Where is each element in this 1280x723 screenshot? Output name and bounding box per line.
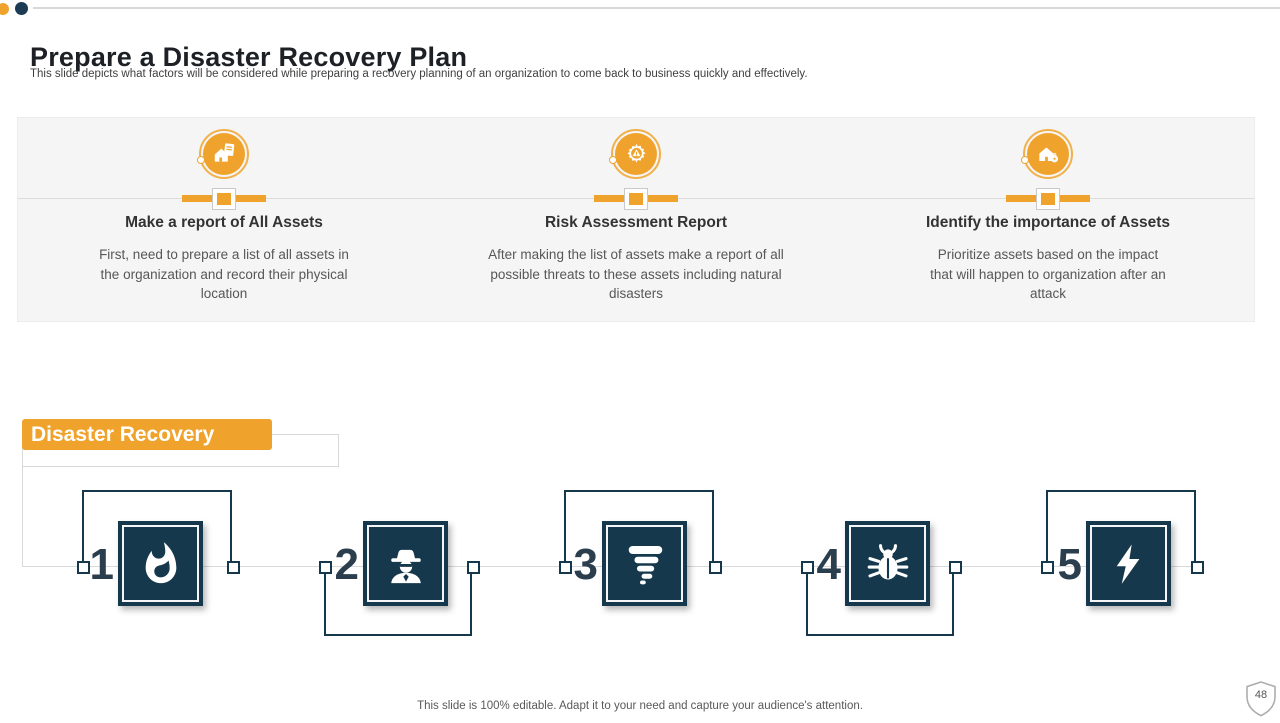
fire-icon [118, 521, 203, 606]
page-subtitle: This slide depicts what factors will be … [30, 68, 808, 80]
ring-bead-decoration [1021, 156, 1029, 165]
factor-title: Make a report of All Assets [125, 214, 323, 231]
header-divider-line [33, 7, 1280, 9]
page-number-shield-badge: 48 [1243, 680, 1279, 718]
bracket-item-1 [82, 490, 232, 561]
factor-title: Identify the importance of Assets [925, 214, 1171, 231]
factor-description: Prioritize assets based on the impact th… [930, 247, 1166, 301]
connector-vertical-line [22, 467, 23, 567]
factors-panel: Make a report of All Assets First, need … [17, 117, 1255, 322]
asset-importance-icon [1021, 129, 1073, 179]
timeline-marker [1003, 188, 1093, 210]
assets-report-icon [197, 129, 249, 179]
connector-handle [227, 561, 240, 574]
disaster-recovery-label: Disaster Recovery [22, 419, 272, 450]
factor-column-3: Identify the importance of Assets Priori… [842, 118, 1254, 321]
footer-note: This slide is 100% editable. Adapt it to… [417, 700, 863, 712]
timeline-marker [179, 188, 269, 210]
step-number: 2 [334, 540, 359, 589]
page-number: 48 [1254, 689, 1268, 701]
tornado-icon [602, 521, 687, 606]
bug-icon [845, 521, 930, 606]
risk-gear-warning-icon [609, 129, 661, 179]
factor-description: After making the list of assets make a r… [488, 247, 784, 301]
ring-bead-decoration [609, 156, 617, 165]
step-number: 4 [816, 540, 841, 589]
step-number: 3 [573, 540, 598, 589]
connector-handle [467, 561, 480, 574]
step-number: 5 [1057, 540, 1082, 589]
connector-handle [77, 561, 90, 574]
connector-handle [1041, 561, 1054, 574]
ring-bead-decoration [197, 156, 205, 165]
orange-dot-decoration [0, 3, 9, 15]
spy-icon [363, 521, 448, 606]
shield-icon [1246, 681, 1276, 717]
step-number: 1 [89, 540, 114, 589]
connector-handle [801, 561, 814, 574]
factor-title: Risk Assessment Report [544, 214, 728, 231]
page-title: Prepare a Disaster Recovery Plan [30, 42, 468, 73]
bracket-item-5 [1046, 490, 1196, 561]
connector-handle [1191, 561, 1204, 574]
bracket-item-4 [806, 573, 954, 636]
timeline-marker [591, 188, 681, 210]
connector-handle [949, 561, 962, 574]
lightning-icon [1086, 521, 1171, 606]
connector-handle [709, 561, 722, 574]
factor-description: First, need to prepare a list of all ass… [99, 247, 349, 301]
bracket-item-2 [324, 573, 472, 636]
connector-handle [319, 561, 332, 574]
navy-dot-decoration [15, 2, 28, 15]
factor-column-1: Make a report of All Assets First, need … [18, 118, 430, 321]
bracket-item-3 [564, 490, 714, 561]
connector-handle [559, 561, 572, 574]
factor-column-2: Risk Assessment Report After making the … [430, 118, 842, 321]
